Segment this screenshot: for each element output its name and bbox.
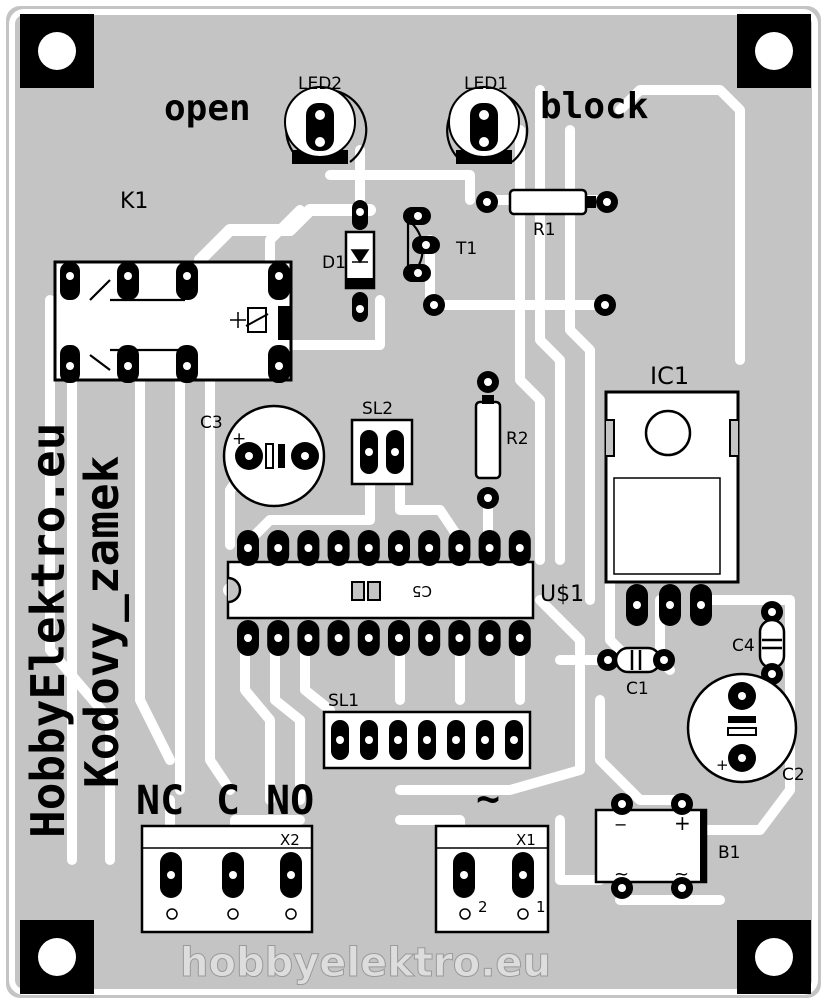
label-x2: X2 [280, 831, 300, 849]
label-b1-minus: − [614, 815, 627, 834]
ic-pin-hole [485, 634, 494, 642]
capacitor-c3 [222, 404, 326, 508]
ic-pin-hole [304, 544, 313, 552]
ic-pin-hole [364, 634, 373, 642]
sl1-pin-hole [481, 736, 489, 744]
ic-pin-hole [274, 544, 283, 552]
resistor-r2 [474, 371, 502, 509]
diode-d1 [344, 200, 376, 322]
label-b1-ac2: ~ [674, 864, 689, 885]
label-sl1: SL1 [328, 691, 359, 711]
label-us1: U$1 [540, 582, 584, 607]
connector-sl1 [322, 710, 532, 770]
transistor-t1 [403, 207, 440, 282]
label-c5: C5 [412, 582, 432, 600]
label-x1-pin2: 2 [478, 898, 488, 916]
ic-pin-hole [334, 634, 343, 642]
capacitor-c4 [758, 601, 786, 685]
regulator-ic1 [604, 390, 740, 626]
ic-pin-hole [244, 634, 252, 642]
mounting-hole-top-left [20, 14, 94, 88]
label-ic1: IC1 [650, 362, 689, 390]
label-led1: LED1 [464, 74, 508, 94]
label-no: NO [266, 778, 314, 824]
label-nc: NC [136, 778, 184, 824]
ic-pin-hole [485, 544, 494, 552]
capacitor-c1 [597, 646, 675, 674]
label-r2: R2 [506, 429, 529, 449]
ic-pin-hole [364, 544, 373, 552]
sl1-pin-hole [336, 736, 344, 744]
ic-pin-hole [274, 634, 283, 642]
ic-pin-hole [334, 544, 343, 552]
ic-pin-hole [425, 634, 434, 642]
capacitor-c2 [686, 672, 798, 784]
sl1-pin-hole [452, 736, 460, 744]
relay-k1 [53, 260, 293, 383]
sl1-pin-hole [423, 736, 431, 744]
label-c3: C3 [200, 413, 223, 433]
ic-pin-hole [304, 634, 313, 642]
mounting-hole-bottom-left [20, 920, 94, 994]
label-c1: C1 [626, 679, 649, 699]
ic-pin-hole [515, 544, 524, 552]
label-c: C [216, 778, 240, 824]
label-c2: C2 [782, 765, 805, 785]
sl1-pin-hole [510, 736, 518, 744]
label-led2: LED2 [298, 74, 342, 94]
ic-pin-hole [455, 634, 464, 642]
ic-pin-hole [395, 634, 403, 642]
label-c2-plus: + [716, 756, 729, 774]
footer-url: hobbyelektro.eu [180, 940, 551, 986]
sl1-pin-hole [365, 736, 373, 744]
ic-u1 [226, 530, 535, 656]
sl1-pin-hole [394, 736, 402, 744]
ic-pin-hole [425, 544, 434, 552]
label-open: open [164, 88, 251, 129]
led1 [446, 86, 529, 164]
label-r1: R1 [533, 220, 556, 240]
mounting-hole-top-right [737, 14, 811, 88]
label-b1: B1 [718, 843, 740, 863]
label-t1: T1 [455, 239, 477, 259]
connector-sl2 [350, 418, 414, 486]
label-block: block [540, 86, 649, 127]
label-c4: C4 [732, 636, 755, 656]
label-x1-pin1: 1 [536, 898, 546, 916]
bridge-rectifier-b1 [594, 793, 708, 899]
label-d1: D1 [322, 253, 346, 273]
ic-pin-hole [395, 544, 403, 552]
project-name: Kodovy_zamek [75, 456, 129, 788]
label-b1-plus: + [674, 811, 691, 835]
mounting-hole-bottom-right [737, 920, 811, 994]
terminal-x2 [140, 824, 314, 934]
ic-pin-hole [455, 544, 464, 552]
label-x1: X1 [516, 831, 536, 849]
brand-text: HobbyElektro.eu [21, 423, 75, 838]
label-b1-ac1: ~ [614, 864, 629, 885]
terminal-x1 [434, 824, 550, 934]
label-sl2: SL2 [362, 399, 393, 419]
ic-pin-hole [244, 544, 252, 552]
label-tilde: ~ [476, 776, 500, 822]
resistor-r1 [476, 188, 618, 216]
led2 [284, 86, 368, 164]
ic-pin-hole [515, 634, 524, 642]
label-c3-plus: + [232, 429, 246, 449]
label-k1: K1 [120, 189, 148, 214]
